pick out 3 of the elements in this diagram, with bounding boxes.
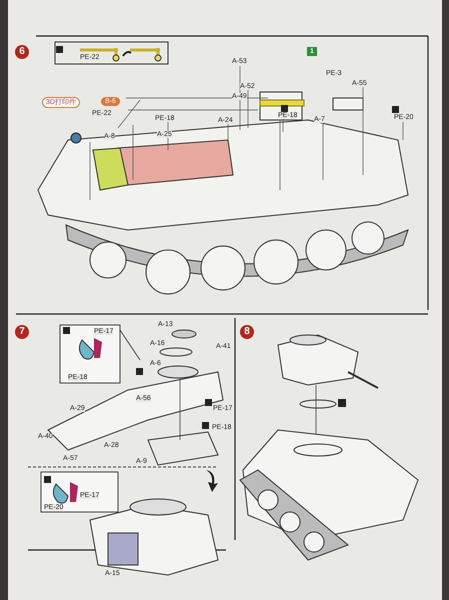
step-number: 7 [15,325,29,339]
step-number: 6 [15,45,29,59]
step-number: 8 [240,325,254,339]
